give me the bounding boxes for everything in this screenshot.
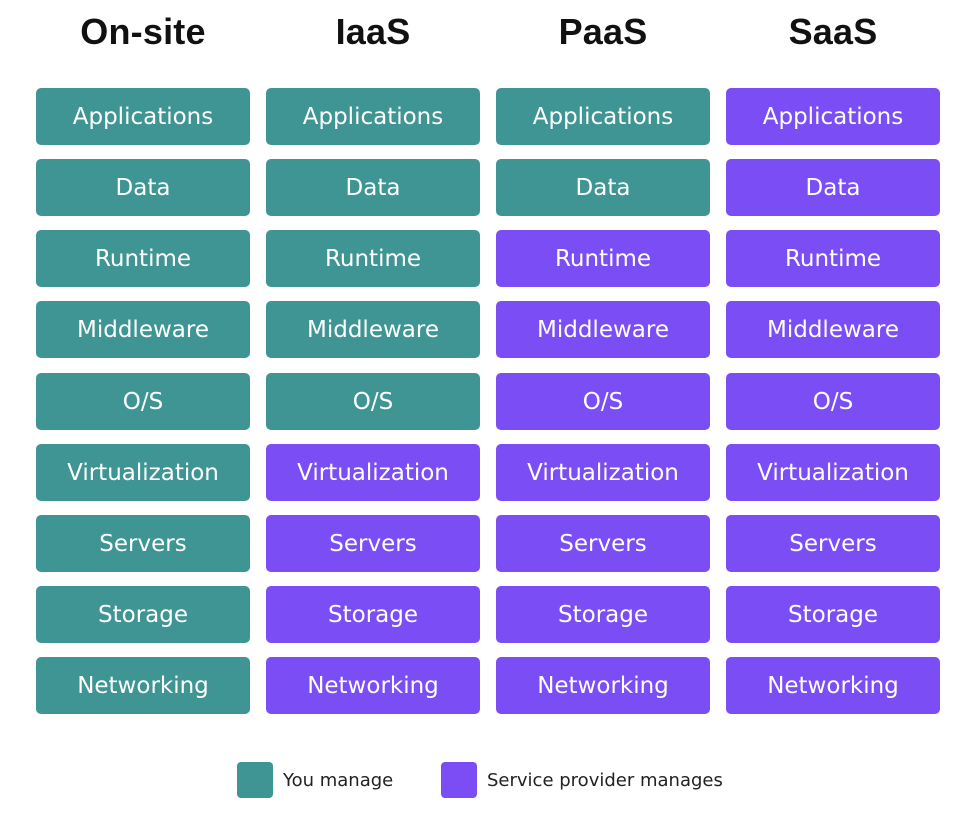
layer-os: O/S <box>266 373 480 430</box>
layer-runtime: Runtime <box>36 230 250 287</box>
layer-servers: Servers <box>266 515 480 572</box>
legend-item-provider-manages: Service provider manages <box>441 762 723 798</box>
legend-swatch-you-manage <box>237 762 273 798</box>
layer-os: O/S <box>726 373 940 430</box>
layer-virtualization: Virtualization <box>36 444 250 501</box>
layer-applications: Applications <box>36 88 250 145</box>
column-title: SaaS <box>788 11 878 52</box>
layer-storage: Storage <box>266 586 480 643</box>
layer-networking: Networking <box>36 657 250 714</box>
layer-networking: Networking <box>266 657 480 714</box>
layer-servers: Servers <box>496 515 710 572</box>
legend-label: Service provider manages <box>487 769 723 791</box>
layer-applications: Applications <box>266 88 480 145</box>
layer-networking: Networking <box>726 657 940 714</box>
layer-runtime: Runtime <box>266 230 480 287</box>
layer-virtualization: Virtualization <box>726 444 940 501</box>
legend-item-you-manage: You manage <box>237 762 393 798</box>
layer-middleware: Middleware <box>496 301 710 358</box>
layer-applications: Applications <box>726 88 940 145</box>
layer-data: Data <box>36 159 250 216</box>
layer-storage: Storage <box>36 586 250 643</box>
layer-runtime: Runtime <box>726 230 940 287</box>
legend-label: You manage <box>283 769 394 791</box>
column-title: On-site <box>80 11 206 52</box>
layer-os: O/S <box>36 373 250 430</box>
layer-os: O/S <box>496 373 710 430</box>
layer-middleware: Middleware <box>36 301 250 358</box>
layer-virtualization: Virtualization <box>266 444 480 501</box>
layer-data: Data <box>496 159 710 216</box>
column-title: PaaS <box>558 11 648 52</box>
layer-storage: Storage <box>726 586 940 643</box>
layer-data: Data <box>266 159 480 216</box>
layer-virtualization: Virtualization <box>496 444 710 501</box>
layer-applications: Applications <box>496 88 710 145</box>
layer-middleware: Middleware <box>726 301 940 358</box>
layer-networking: Networking <box>496 657 710 714</box>
layer-data: Data <box>726 159 940 216</box>
column-title: IaaS <box>335 11 411 52</box>
layer-runtime: Runtime <box>496 230 710 287</box>
layer-middleware: Middleware <box>266 301 480 358</box>
layer-servers: Servers <box>36 515 250 572</box>
layer-storage: Storage <box>496 586 710 643</box>
legend-swatch-provider-manages <box>441 762 477 798</box>
layer-servers: Servers <box>726 515 940 572</box>
